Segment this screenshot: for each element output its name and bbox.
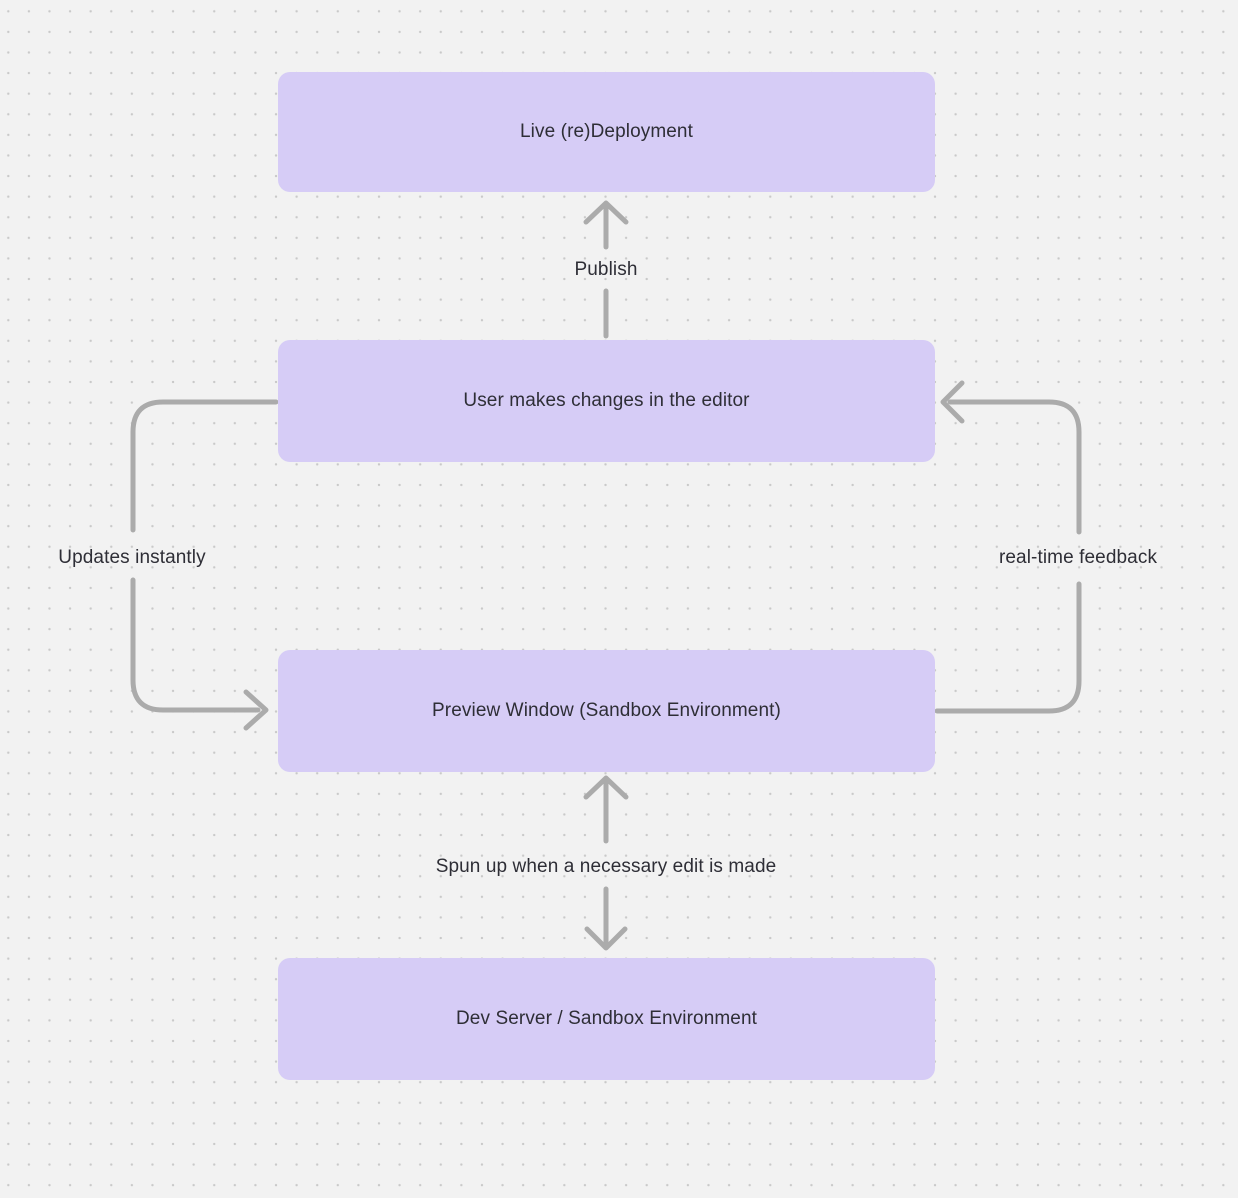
updates-arrow-segment-bottom <box>130 577 261 713</box>
feedback-arrow-segment-bottom <box>934 581 1082 714</box>
spunup-arrow-head-up-icon <box>583 775 629 800</box>
updates-arrow-head-icon <box>243 689 269 731</box>
flow-node-dev-server[interactable]: Dev Server / Sandbox Environment <box>278 958 935 1080</box>
spunup-arrow-head-down-icon <box>584 926 628 951</box>
updates-arrow-segment-top <box>130 399 279 533</box>
flow-node-preview-window[interactable]: Preview Window (Sandbox Environment) <box>278 650 935 772</box>
edge-label-updates-instantly: Updates instantly <box>58 547 206 568</box>
node-label: Live (re)Deployment <box>520 121 693 142</box>
node-label: Dev Server / Sandbox Environment <box>455 1008 757 1029</box>
publish-arrow-head-icon <box>583 200 629 225</box>
flow-node-live-deployment[interactable]: Live (re)Deployment <box>278 72 935 192</box>
edge-label-spun-up: Spun up when a necessary edit is made <box>435 856 777 877</box>
node-label: Preview Window (Sandbox Environment) <box>432 700 781 721</box>
edge-label-realtime-feedback: real-time feedback <box>998 547 1158 568</box>
node-label: User makes changes in the editor <box>463 390 750 411</box>
edge-label-publish: Publish <box>574 259 638 280</box>
feedback-arrow-head-icon <box>940 380 965 424</box>
flow-node-editor-changes[interactable]: User makes changes in the editor <box>278 340 935 462</box>
feedback-arrow-segment-top <box>947 399 1082 535</box>
